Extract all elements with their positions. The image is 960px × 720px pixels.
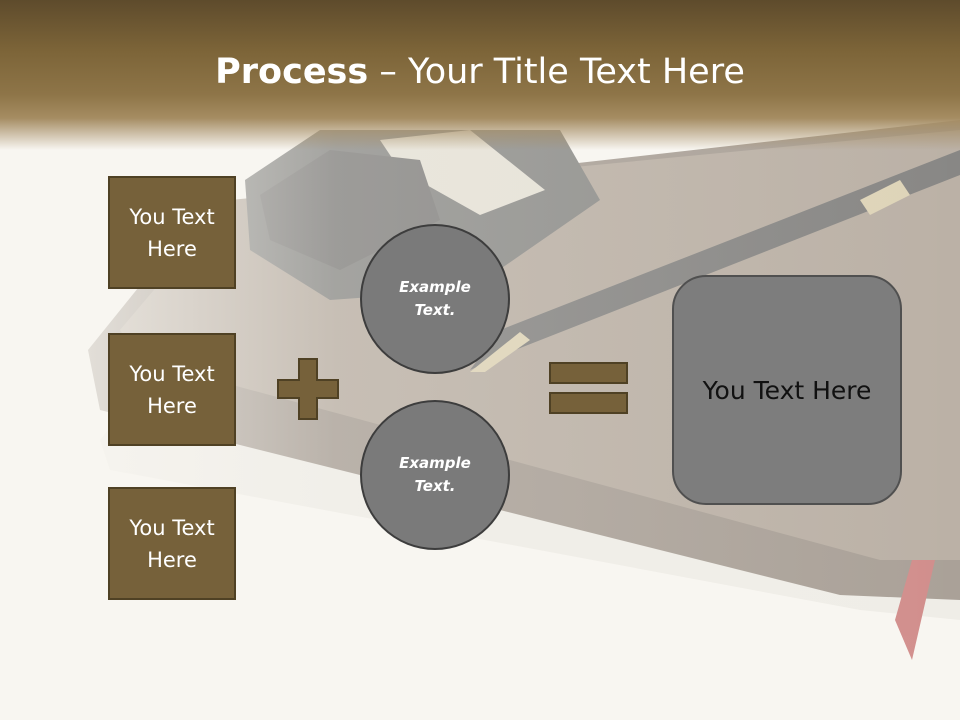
- example-circle-2-label: Example Text.: [399, 454, 471, 495]
- result-box: You Text Here: [672, 275, 902, 505]
- slide-title: Process – Your Title Text Here: [0, 52, 960, 92]
- text-box-1-label: You Text Here: [129, 204, 215, 261]
- text-box-3-label: You Text Here: [129, 515, 215, 572]
- title-rest: – Your Title Text Here: [368, 52, 745, 92]
- example-circle-1: Example Text.: [360, 224, 510, 374]
- example-circle-2: Example Text.: [360, 400, 510, 550]
- example-circle-1-label: Example Text.: [399, 278, 471, 319]
- title-bold: Process: [215, 52, 369, 92]
- plus-icon: [277, 358, 339, 420]
- equals-icon: [549, 362, 628, 414]
- text-box-2: You Text Here: [108, 333, 236, 446]
- title-band: [0, 0, 960, 150]
- text-box-1: You Text Here: [108, 176, 236, 289]
- result-box-label: You Text Here: [702, 375, 872, 405]
- text-box-2-label: You Text Here: [129, 361, 215, 418]
- text-box-3: You Text Here: [108, 487, 236, 600]
